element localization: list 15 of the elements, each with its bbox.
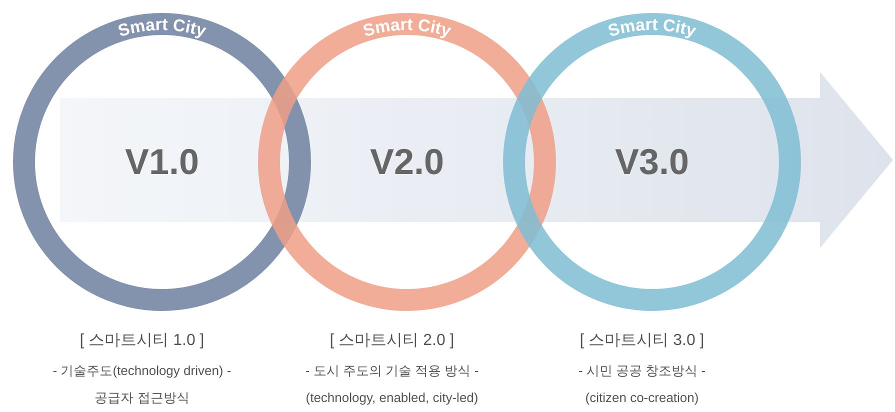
- caption-text: (citizen co-creation): [585, 390, 699, 405]
- version-label: V3.0: [614, 140, 690, 184]
- caption-heading: [ 스마트시티 3.0 ]: [580, 331, 704, 351]
- caption-heading: [ 스마트시티 2.0 ]: [330, 331, 454, 351]
- caption-text: - 기술주도(technology driven) -: [52, 362, 232, 380]
- ring-title: Smart City: [606, 15, 698, 41]
- caption-text: 공급자 접근방식: [94, 389, 190, 407]
- caption-text: (technology, enabled, city-led): [306, 390, 478, 405]
- ring-title: Smart City: [360, 15, 454, 41]
- caption-text: - 시민 공공 창조방식 -: [578, 362, 706, 380]
- caption-text: - 도시 주도의 기술 적용 방식 -: [305, 362, 479, 380]
- ring-title: Smart City: [116, 15, 208, 41]
- version-label: V1.0: [124, 140, 200, 184]
- caption-heading: [ 스마트시티 1.0 ]: [80, 331, 204, 351]
- version-label: V2.0: [370, 140, 444, 184]
